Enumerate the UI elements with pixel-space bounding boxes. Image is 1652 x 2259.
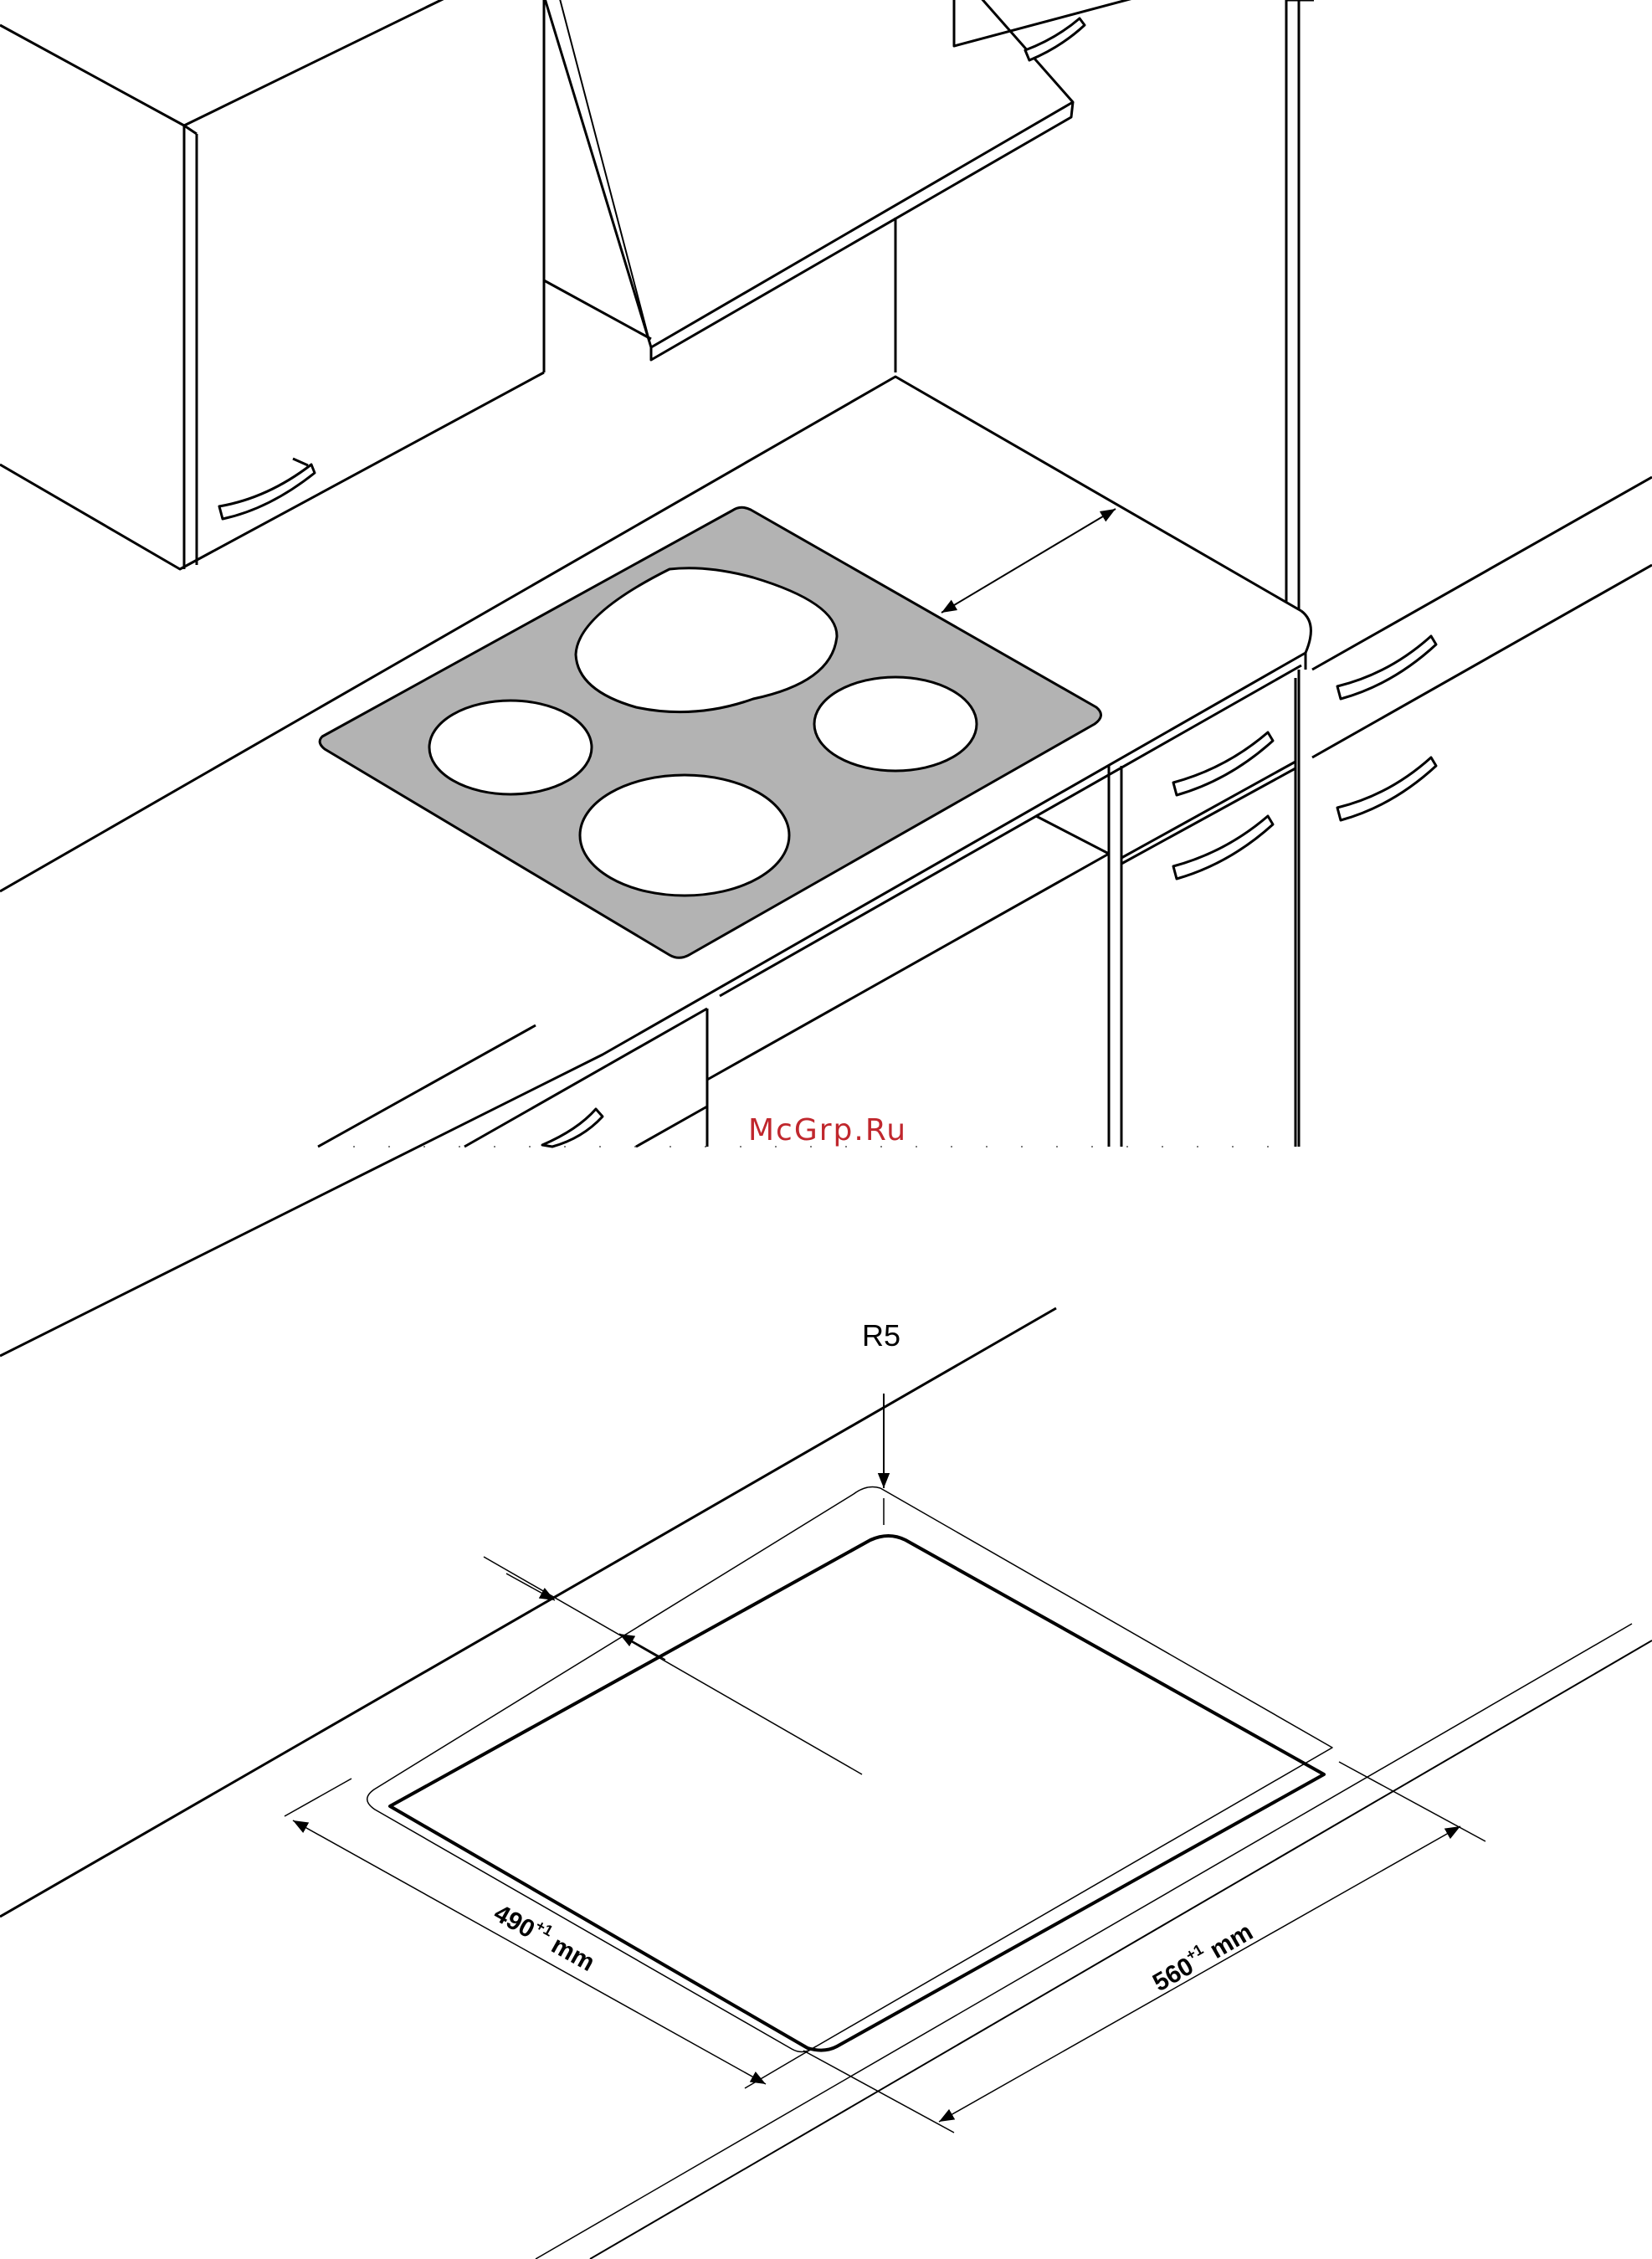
- radius-label: R5: [862, 1318, 900, 1353]
- wall-cabinet: [0, 0, 544, 569]
- kitchen-illustration: [0, 0, 1652, 1356]
- width-dimension-label: 560+1mm: [1147, 1915, 1258, 1997]
- range-hood: [544, 0, 1142, 372]
- tall-cabinet: [1286, 0, 1652, 1147]
- depth-value: 490: [490, 1899, 540, 1943]
- svg-text:560+1mm: 560+1mm: [1147, 1915, 1258, 1997]
- worktop-front-edge-top: [590, 1640, 1652, 2259]
- worktop-front-edge: [536, 1624, 1632, 2259]
- rear-distance-arrow: [941, 509, 1116, 613]
- ceramic-hob: [320, 507, 1100, 958]
- width-unit: mm: [1205, 1918, 1258, 1964]
- cooking-zone-rear-left: [429, 701, 592, 794]
- watermark: McGrp.Ru: [748, 1113, 907, 1147]
- svg-text:490+1mm: 490+1mm: [490, 1897, 601, 1977]
- cooking-zone-front-right: [814, 677, 977, 771]
- cooking-zone-front-left: [580, 775, 789, 896]
- depth-dimension-label: 490+1mm: [490, 1897, 601, 1977]
- depth-unit: mm: [546, 1931, 599, 1977]
- cutout-drawing: [0, 1308, 1652, 2259]
- worktop-back-edge: [0, 1308, 1056, 1917]
